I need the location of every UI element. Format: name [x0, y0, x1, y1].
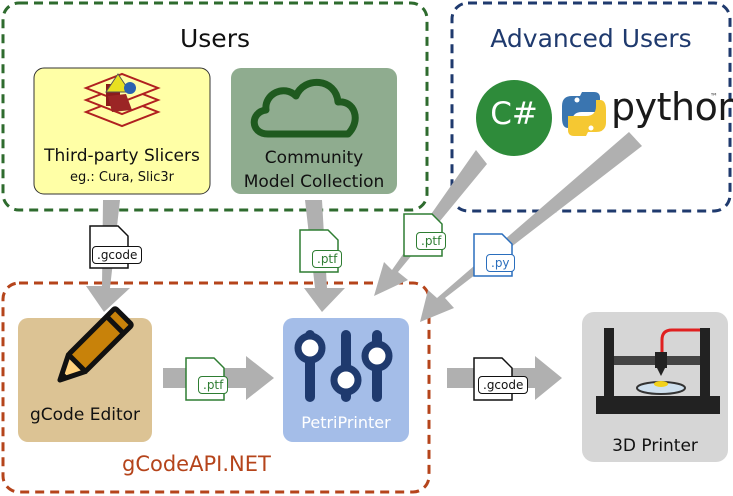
community-title: Community Model Collection — [243, 148, 385, 192]
file-tag-python-to-petri: .py — [486, 254, 515, 272]
printer-icon — [596, 328, 720, 414]
sliders-icon — [294, 330, 393, 402]
printer-title: 3D Printer — [612, 436, 698, 456]
api-group-title: gCodeAPI.NET — [122, 452, 271, 476]
arrow-python-to-petri — [420, 132, 642, 322]
file-tag-editor-to-petri: .ptf — [198, 376, 229, 394]
file-tag-slicer-to-editor: .gcode — [92, 246, 143, 264]
python-logo-icon — [562, 92, 606, 136]
advanced-users-group-title: Advanced Users — [490, 24, 692, 53]
pencil-icon — [57, 306, 134, 383]
csharp-logo-icon — [476, 80, 552, 156]
editor-box — [18, 318, 152, 442]
users-group-title: Users — [179, 24, 250, 53]
users-group-frame — [1, 1, 429, 212]
file-tag-csharp-to-petri: .ptf — [416, 232, 447, 250]
file-tag-petri-to-printer: .gcode — [478, 376, 529, 394]
slicers-subtitle: eg.: Cura, Slic3r — [69, 170, 175, 185]
petri-title: PetriPrinter — [301, 413, 391, 432]
advanced-users-group-frame — [450, 1, 732, 213]
slicers-title: Third-party Slicers — [44, 146, 200, 166]
layers-icon — [83, 72, 161, 128]
slicers-box — [33, 67, 211, 195]
file-tag-community-to-petri: .ptf — [312, 250, 343, 268]
python-trademark: ™ — [710, 92, 718, 101]
python-label: python — [611, 85, 733, 129]
cloud-icon — [250, 78, 359, 138]
api-group-frame — [1, 281, 431, 494]
editor-title: gCode Editor — [29, 405, 141, 425]
csharp-label: C# — [490, 96, 538, 132]
